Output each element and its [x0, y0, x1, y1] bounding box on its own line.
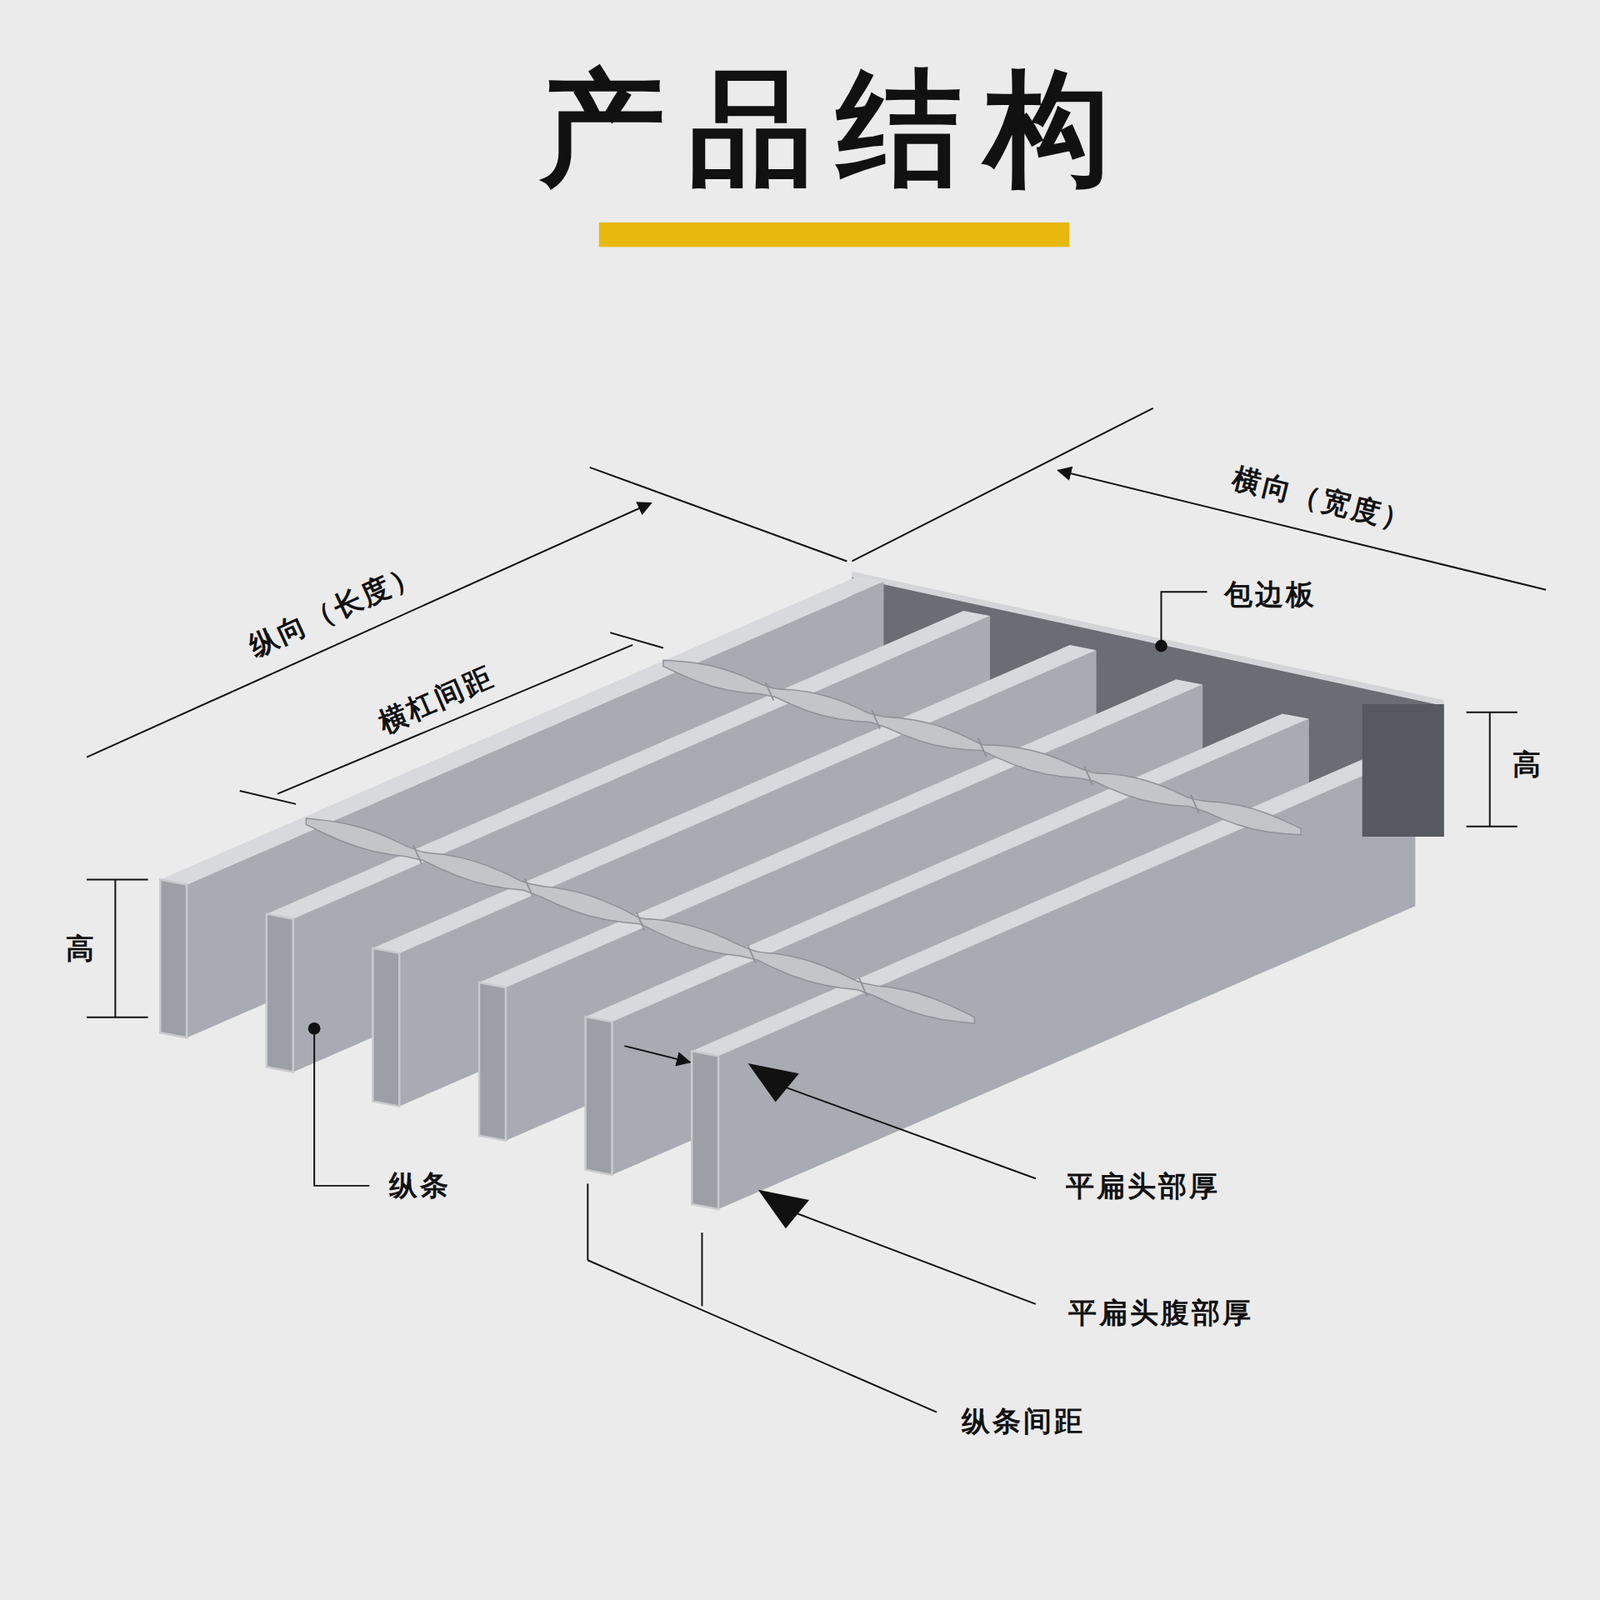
dimension-label: 平扁头部厚 [1065, 1167, 1220, 1206]
dimension-label: 包边板 [1224, 575, 1317, 615]
title-underline [599, 222, 1070, 247]
dimension-label: 平扁头腹部厚 [1068, 1294, 1254, 1333]
dimension-lines [86, 408, 1546, 1413]
grating [160, 571, 1444, 1210]
title: 产品结构 [540, 46, 1134, 215]
dimension-label: 纵条间距 [961, 1402, 1085, 1441]
dimension-label: 纵向（长度） [242, 554, 427, 666]
dimension-label: 高 [1512, 745, 1544, 785]
twisted-cross-bar [663, 660, 1301, 835]
callout-marks [308, 640, 1168, 1230]
dimension-label: 横向（宽度） [1228, 459, 1418, 541]
edge-plate-end [1362, 704, 1445, 837]
dimension-label: 横杠间距 [372, 657, 501, 742]
dimension-label: 纵条 [389, 1166, 451, 1205]
dimension-label: 高 [65, 930, 97, 969]
twisted-cross-bar [305, 818, 975, 1024]
